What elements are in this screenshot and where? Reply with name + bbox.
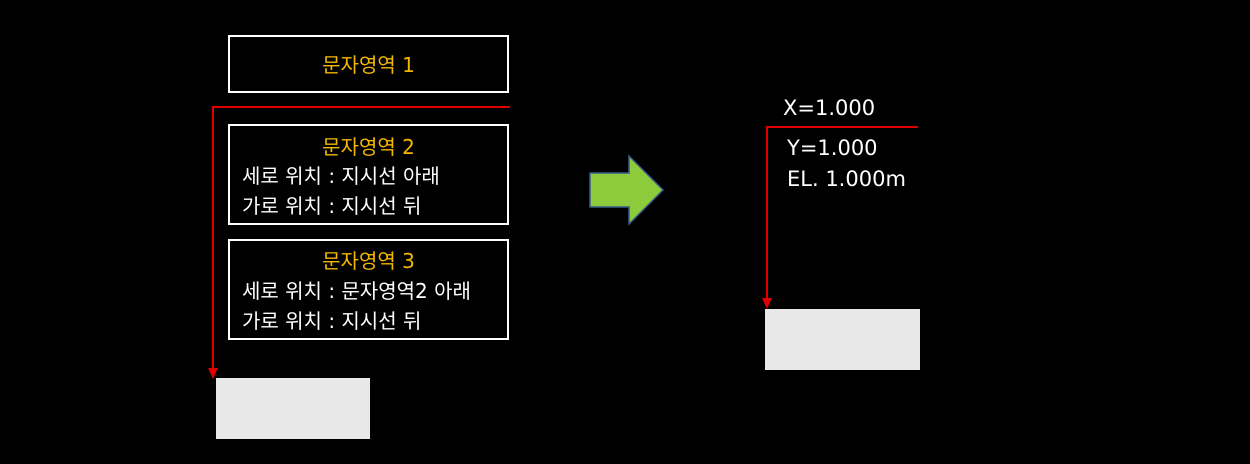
- right-leader-line: [766, 126, 918, 300]
- text-area-3-vertical-position: 세로 위치 : 문자영역2 아래: [242, 279, 471, 303]
- text-area-2-horizontal-position: 가로 위치 : 지시선 뒤: [242, 194, 422, 218]
- y-coordinate-label: Y=1.000: [787, 136, 878, 160]
- text-area-3-box: 문자영역 3 세로 위치 : 문자영역2 아래 가로 위치 : 지시선 뒤: [228, 239, 509, 340]
- text-area-2-box: 문자영역 2 세로 위치 : 지시선 아래 가로 위치 : 지시선 뒤: [228, 124, 509, 225]
- text-area-1-title: 문자영역 1: [322, 53, 415, 77]
- text-area-3-title: 문자영역 3: [322, 249, 415, 273]
- text-area-3-horizontal-position: 가로 위치 : 지시선 뒤: [242, 309, 422, 333]
- text-area-1-box: 문자영역 1: [228, 35, 509, 93]
- x-coordinate-label: X=1.000: [783, 96, 876, 120]
- right-leader-arrowhead: [762, 298, 772, 309]
- right-target-rect: [765, 309, 920, 370]
- left-leader-line: [212, 106, 510, 370]
- left-target-rect: [216, 378, 370, 439]
- text-area-2-title: 문자영역 2: [322, 135, 415, 159]
- left-leader-arrowhead: [208, 368, 218, 379]
- elevation-label: EL. 1.000m: [787, 167, 906, 191]
- transition-arrow-icon: [589, 154, 665, 226]
- text-area-2-vertical-position: 세로 위치 : 지시선 아래: [242, 164, 440, 188]
